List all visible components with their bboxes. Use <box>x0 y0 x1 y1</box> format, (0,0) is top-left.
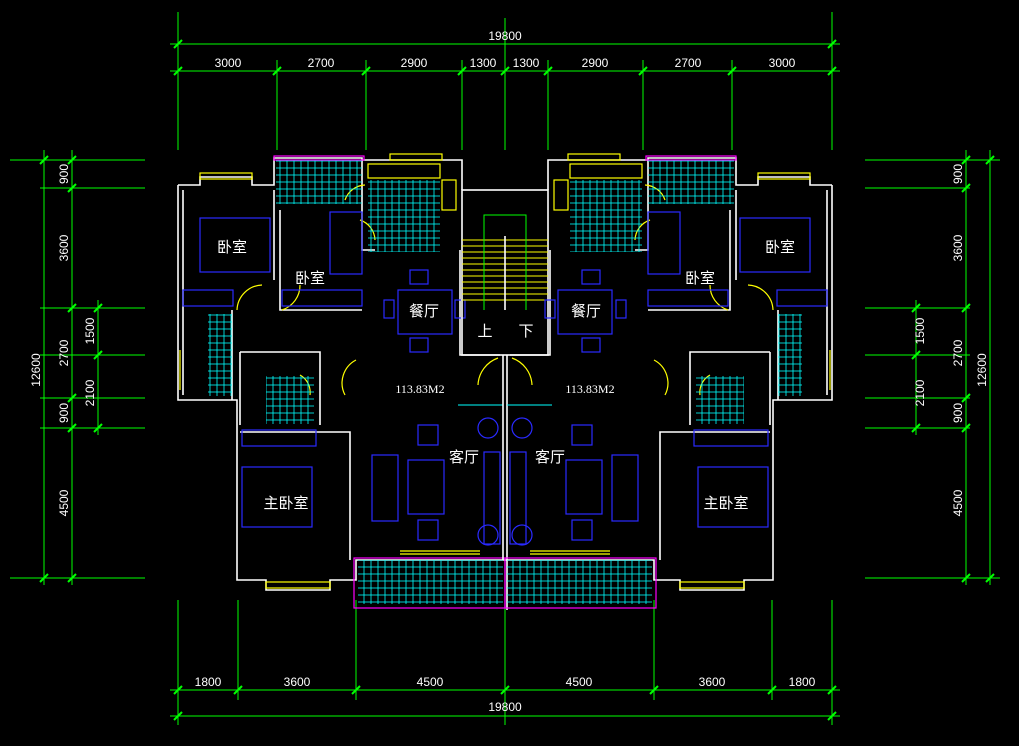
top-dim-1: 3000 <box>215 56 242 70</box>
top-dim-3: 2900 <box>401 56 428 70</box>
bottom-dim-3: 4500 <box>417 675 444 689</box>
left-closet-master <box>241 429 317 447</box>
right-total-dimension: 12600 <box>975 353 989 387</box>
left-dim-3: 2700 <box>57 339 71 366</box>
right-dim-3: 2700 <box>951 339 965 366</box>
left-closet-bedroom2 <box>281 289 363 307</box>
bottom-total-dimension: 19800 <box>488 700 522 714</box>
right-inner-labels: 1500 2100 <box>913 317 927 406</box>
top-dim-8: 3000 <box>769 56 796 70</box>
bottom-segment-labels: 1800 3600 4500 4500 3600 1800 <box>195 675 816 689</box>
left-top-balcony-tiles <box>276 160 362 204</box>
top-dim-4: 1300 <box>470 56 497 70</box>
bottom-dim-4: 4500 <box>566 675 593 689</box>
left-area-label: 113.83M2 <box>395 382 444 396</box>
top-dim-7: 2700 <box>675 56 702 70</box>
bottom-dim-5: 3600 <box>699 675 726 689</box>
left-total-dimension: 12600 <box>29 353 43 387</box>
left-kitchen-counter <box>367 163 441 179</box>
left-bottom-balcony-tiles <box>358 560 503 604</box>
right-dim-2: 3600 <box>951 234 965 261</box>
left-master-label: 主卧室 <box>263 494 308 512</box>
left-top-balcony-rail <box>273 155 365 161</box>
right-living-label: 客厅 <box>535 448 565 466</box>
right-dining-label: 餐厅 <box>571 302 601 320</box>
stair-up-label: 上 <box>477 322 492 340</box>
left-closet-bedroom1 <box>182 289 234 307</box>
left-bedroom-2-label: 卧室 <box>295 269 325 287</box>
right-dimension-ticks <box>911 155 995 583</box>
top-segment-labels: 3000 2700 2900 1300 1300 2900 2700 3000 <box>215 56 796 70</box>
right-area-label: 113.83M2 <box>565 382 614 396</box>
top-total-dimension: 19800 <box>488 29 522 43</box>
top-dimension-ticks <box>173 39 837 76</box>
left-dimension-lines <box>10 150 145 585</box>
left-kitchen-tiles <box>368 180 440 252</box>
right-unit <box>504 153 833 609</box>
left-dimension-ticks <box>39 155 103 583</box>
top-dim-6: 2900 <box>582 56 609 70</box>
left-bath-2-tiles <box>266 376 314 424</box>
left-bath-1-tiles <box>208 314 232 396</box>
stair-down-label: 下 <box>518 322 533 340</box>
right-dimension-lines <box>865 150 1000 585</box>
left-unit-door-swings <box>236 184 499 396</box>
right-bedroom-2-label: 卧室 <box>685 269 715 287</box>
stairwell: 上 下 <box>461 189 549 610</box>
top-dim-2: 2700 <box>308 56 335 70</box>
left-inner-dim-1: 1500 <box>83 317 97 344</box>
left-dining-table-icon <box>383 269 466 353</box>
bottom-dimension-lines <box>170 600 840 725</box>
left-living-label: 客厅 <box>449 448 479 466</box>
stair-direction-arrow <box>483 214 527 310</box>
left-dining-label: 餐厅 <box>409 302 439 320</box>
room-labels: 卧室 卧室 餐厅 客厅 主卧室 卧室 卧室 餐厅 客厅 主卧室 <box>217 238 795 512</box>
right-inner-dim-2: 2100 <box>913 379 927 406</box>
right-bedroom-1-label: 卧室 <box>765 238 795 256</box>
right-outer-labels: 900 3600 2700 900 4500 <box>951 164 965 517</box>
right-dim-5: 4500 <box>951 489 965 516</box>
left-unit <box>177 153 506 609</box>
top-dim-5: 1300 <box>513 56 540 70</box>
right-dim-1: 900 <box>951 164 965 184</box>
left-bedroom-1-label: 卧室 <box>217 238 247 256</box>
bottom-dim-6: 1800 <box>789 675 816 689</box>
left-dim-2: 3600 <box>57 234 71 261</box>
left-unit-windows <box>179 153 480 589</box>
right-master-label: 主卧室 <box>703 494 748 512</box>
left-inner-labels: 1500 2100 <box>83 317 97 406</box>
left-dim-1: 900 <box>57 164 71 184</box>
left-outer-labels: 900 3600 2700 900 4500 <box>57 164 71 517</box>
left-sofa-set-icon <box>371 417 501 546</box>
left-kitchen-stove <box>441 179 457 211</box>
bottom-dimension-ticks <box>173 685 837 721</box>
left-inner-dim-2: 2100 <box>83 379 97 406</box>
bottom-dim-2: 3600 <box>284 675 311 689</box>
left-dim-4: 900 <box>57 403 71 423</box>
left-dim-5: 4500 <box>57 489 71 516</box>
right-inner-dim-1: 1500 <box>913 317 927 344</box>
left-bed-icons <box>199 211 363 528</box>
top-dimension-lines <box>170 12 840 150</box>
right-dim-4: 900 <box>951 403 965 423</box>
bottom-dim-1: 1800 <box>195 675 222 689</box>
